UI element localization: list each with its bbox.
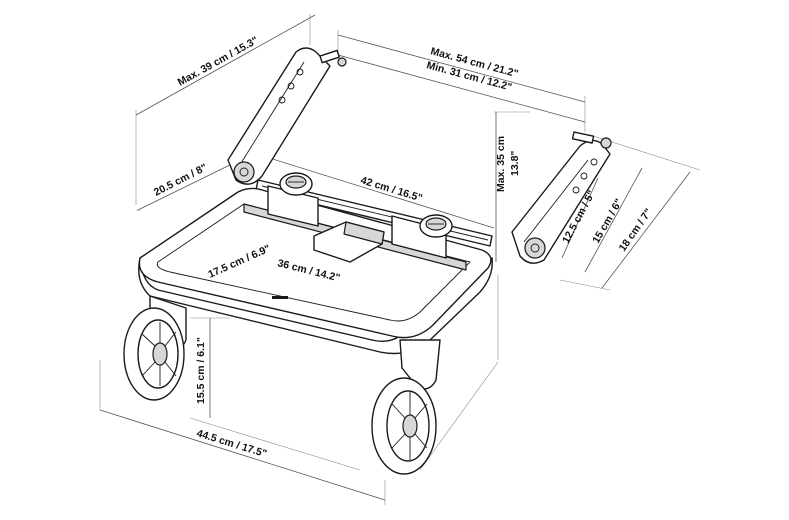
left-arm	[227, 47, 347, 185]
platform-board	[138, 172, 493, 355]
label-arm-base: 20.5 cm / 8"	[152, 162, 209, 199]
label-height-max: Max. 35 cm	[495, 136, 507, 192]
right-wheel	[371, 339, 441, 475]
label-arm-length: Max. 39 cm / 15.3"	[176, 34, 261, 88]
right-connector	[511, 131, 612, 264]
label-wheel-height: 15.5 cm / 6.1"	[195, 337, 207, 404]
left-wheel	[123, 295, 187, 401]
label-connector-large: 18 cm / 7"	[617, 206, 655, 253]
label-connector-mid: 15 cm / 6"	[590, 197, 625, 246]
label-height-max-in: 13.8"	[509, 151, 521, 176]
label-bar-width: 42 cm / 16.5"	[359, 174, 424, 204]
